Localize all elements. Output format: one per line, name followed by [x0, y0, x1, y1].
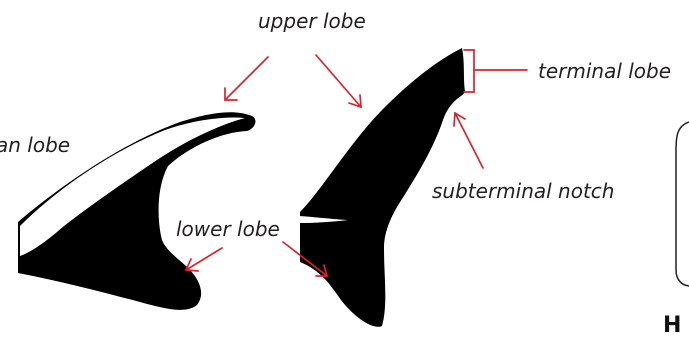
bracket-terminal-lobe — [464, 50, 527, 92]
arrow-upper-lobe-left — [225, 57, 268, 100]
label-lower-lobe: lower lobe — [176, 217, 280, 241]
arrow-lower-lobe-left — [186, 248, 222, 271]
partial-heading: H — [663, 313, 681, 337]
partial-box-outline — [676, 122, 689, 286]
arrow-subterminal-notch — [454, 113, 483, 168]
label-terminal-lobe: terminal lobe — [538, 59, 671, 83]
label-upper-lobe: upper lobe — [258, 9, 366, 33]
label-partial-lobe: an lobe — [0, 133, 70, 157]
arrow-upper-lobe-right — [316, 55, 361, 107]
label-subterminal-notch: subterminal notch — [432, 179, 614, 203]
